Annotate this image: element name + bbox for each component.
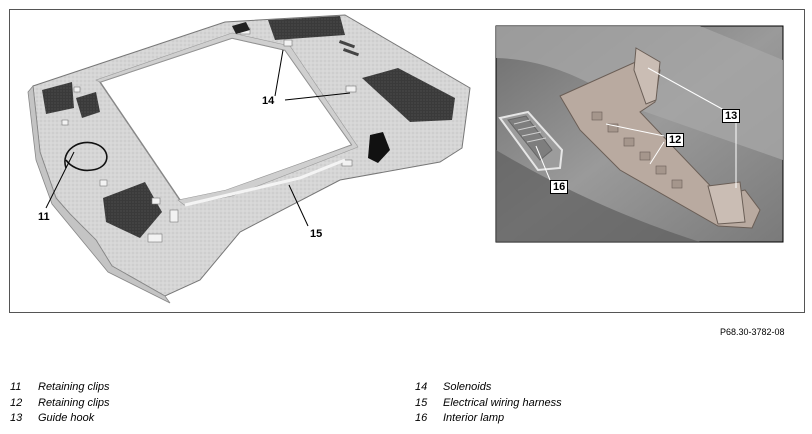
legend-text: Interior lamp bbox=[443, 412, 505, 424]
pad-front-left bbox=[103, 182, 162, 238]
detail-inset bbox=[495, 25, 784, 243]
legend-item-16: 16 Interior lamp bbox=[415, 412, 504, 424]
wiring-harness-15 bbox=[184, 158, 346, 207]
legend-number: 12 bbox=[10, 397, 23, 409]
retaining-clip-rail bbox=[559, 47, 761, 229]
legend-number: 14 bbox=[415, 381, 428, 393]
wiring-harness-loop bbox=[64, 141, 108, 172]
legend-item-14: 14 Solenoids bbox=[415, 381, 491, 393]
legend-number: 16 bbox=[415, 412, 428, 424]
pad-left-mid bbox=[76, 92, 100, 118]
legend-item-13: 13 Guide hook bbox=[10, 412, 94, 424]
callout-14: 14 bbox=[262, 95, 275, 107]
legend-number: 11 bbox=[10, 381, 22, 393]
leader-lines-main bbox=[45, 49, 351, 227]
callout-16: 16 bbox=[550, 180, 569, 194]
reference-code: P68.30-3782-08 bbox=[720, 327, 785, 337]
callout-13: 13 bbox=[722, 109, 741, 123]
interior-lamp-16 bbox=[498, 110, 564, 172]
legend-text: Electrical wiring harness bbox=[443, 397, 562, 409]
callout-12: 12 bbox=[666, 133, 685, 147]
legend-item-11: 11 Retaining clips bbox=[10, 381, 110, 393]
legend-item-12: 12 Retaining clips bbox=[10, 397, 110, 409]
legend-text: Retaining clips bbox=[38, 381, 110, 393]
pad-left-top bbox=[42, 82, 74, 114]
legend-item-15: 15 Electrical wiring harness bbox=[415, 397, 562, 409]
legend-text: Solenoids bbox=[443, 381, 492, 393]
callout-11: 11 bbox=[38, 211, 50, 223]
vent-slots bbox=[338, 39, 360, 57]
legend-number: 13 bbox=[10, 412, 23, 424]
pad-rear-top bbox=[268, 16, 345, 40]
callout-15: 15 bbox=[310, 228, 323, 240]
leader-lines-detail bbox=[535, 67, 737, 188]
headliner-panel bbox=[27, 14, 471, 304]
solenoid-black bbox=[368, 132, 390, 163]
legend-text: Retaining clips bbox=[38, 397, 110, 409]
legend-text: Guide hook bbox=[38, 412, 95, 424]
connector-black bbox=[232, 22, 250, 34]
legend-number: 15 bbox=[415, 397, 428, 409]
pad-right bbox=[362, 68, 455, 122]
